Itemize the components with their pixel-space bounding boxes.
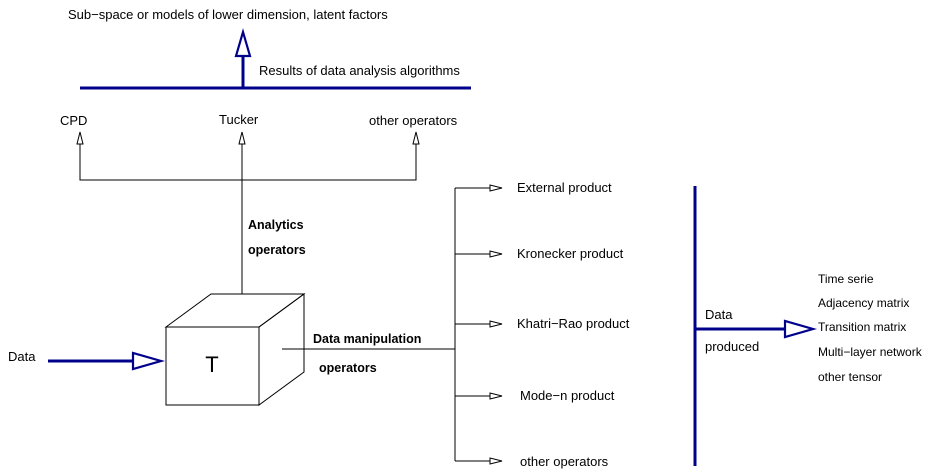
output-adjacency-matrix: Adjacency matrix: [818, 296, 909, 310]
output-multi-layer-network: Multi−layer network: [818, 345, 923, 359]
latent-factors-label: Sub−space or models of lower dimension, …: [68, 7, 388, 22]
other-analytics-operators-label: other operators: [369, 113, 458, 128]
cpd-label: CPD: [60, 113, 87, 128]
external-arrow-head: [489, 184, 503, 192]
khatri-rao-arrow-head: [489, 320, 503, 328]
manipulation-branch-mode-n: [455, 392, 503, 400]
mode-n-product-label: Mode−n product: [520, 388, 615, 403]
manipulation-label-line1: Data manipulation: [313, 332, 421, 346]
analytics-operators-label-line1: Analytics: [248, 218, 304, 232]
data-produced-arrow-head: [783, 319, 818, 339]
data-produced-label-line2: produced: [705, 339, 759, 354]
output-other-tensor: other tensor: [818, 370, 882, 384]
tucker-arrow-head: [238, 131, 246, 145]
analytics-branch-bracket: [79, 134, 417, 181]
other-manipulation-operators-label: other operators: [520, 454, 609, 469]
other-manipulation-arrow-head: [489, 457, 503, 465]
kronecker-product-label: Kronecker product: [517, 246, 624, 261]
khatri-rao-product-label: Khatri−Rao product: [517, 316, 630, 331]
output-transition-matrix: Transition matrix: [818, 320, 906, 334]
results-label: Results of data analysis algorithms: [259, 63, 460, 78]
external-product-label: External product: [517, 180, 612, 195]
tensor-letter: T: [205, 352, 218, 377]
mode-n-arrow-head: [489, 392, 503, 400]
data-input-label: Data: [8, 349, 36, 364]
cube-top-face: [164, 293, 306, 328]
results-arrow-head: [234, 28, 252, 58]
tensor-cube: [164, 293, 306, 406]
data-produced-label-line1: Data: [705, 307, 733, 322]
analytics-operators-label-line2: operators: [248, 243, 306, 257]
manipulation-label-line2: operators: [319, 361, 377, 375]
tucker-label: Tucker: [219, 112, 259, 127]
cube-front-face: [165, 326, 260, 406]
output-time-serie: Time serie: [818, 272, 874, 286]
cpd-arrow-head: [76, 131, 84, 145]
manipulation-branch-other: [455, 457, 503, 465]
data-input-arrow-head: [131, 351, 166, 371]
manipulation-branch-khatri-rao: [455, 320, 503, 328]
manipulation-branch-kronecker: [455, 250, 503, 258]
other-analytics-arrow-head: [412, 131, 420, 145]
manipulation-branch-external: [455, 184, 503, 192]
kronecker-arrow-head: [489, 250, 503, 258]
